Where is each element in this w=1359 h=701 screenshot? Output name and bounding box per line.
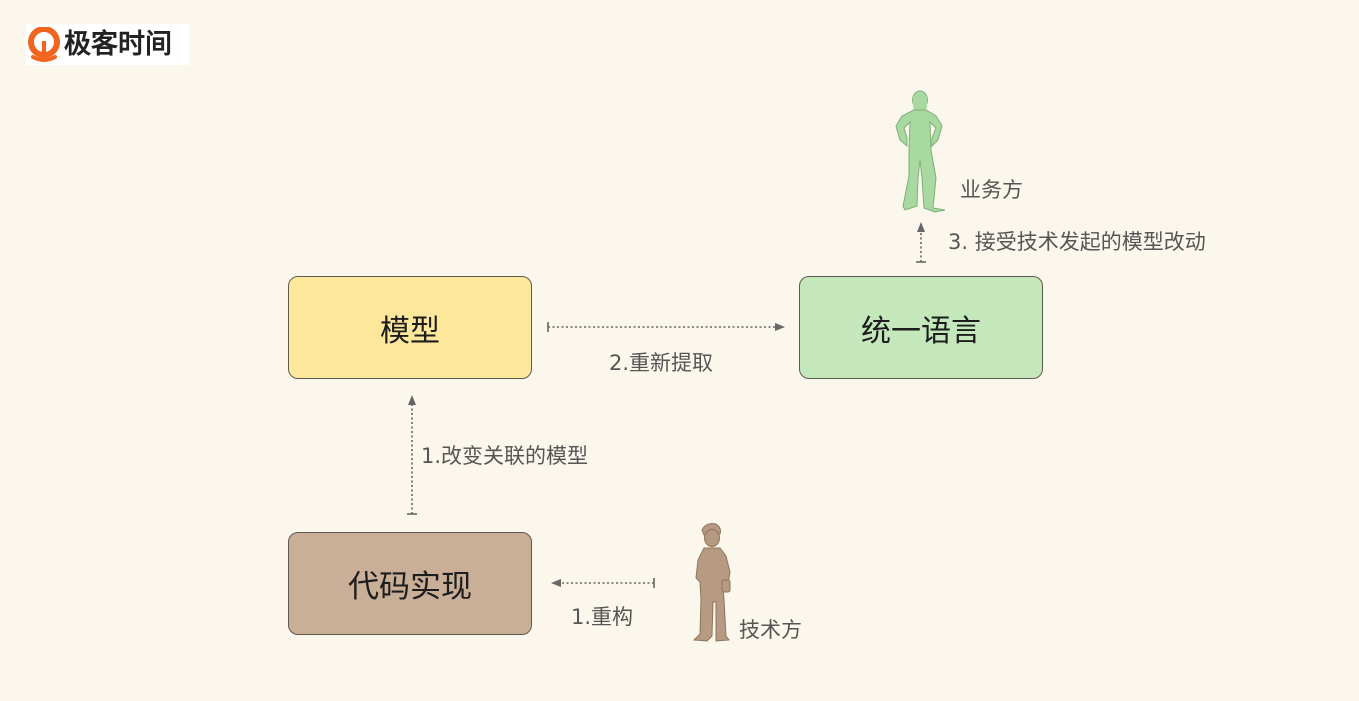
business-label: 业务方	[960, 178, 1023, 202]
logo: 极客时间	[26, 24, 189, 65]
arrow-re-extract	[547, 322, 785, 332]
unified-language-box: 统一语言	[799, 276, 1043, 379]
tech-label: 技术方	[739, 618, 802, 642]
business-person-icon	[895, 90, 946, 213]
edge-label-accept-change: 3. 接受技术发起的模型改动	[948, 230, 1206, 254]
tech-person-icon	[692, 523, 731, 642]
model-box: 模型	[288, 276, 532, 379]
arrow-accept-change	[916, 222, 926, 263]
arrow-change-model	[407, 395, 417, 515]
edge-label-change-model: 1.改变关联的模型	[421, 444, 589, 468]
code-implementation-box: 代码实现	[288, 532, 532, 635]
logo-text: 极客时间	[64, 29, 172, 60]
logo-icon	[28, 26, 60, 62]
edge-label-re-extract: 2.重新提取	[609, 351, 714, 375]
edge-label-refactor: 1.重构	[571, 605, 634, 629]
arrow-refactor	[551, 578, 655, 588]
